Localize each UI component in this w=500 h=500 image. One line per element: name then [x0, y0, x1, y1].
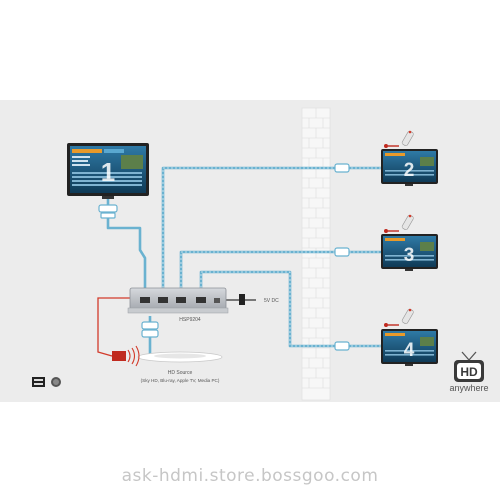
remote-control-icon	[384, 130, 414, 148]
ir-cable	[97, 297, 130, 357]
screen-1-number: 1	[101, 157, 115, 187]
screen-3-number: 3	[404, 245, 415, 266]
hd-logo-tagline: anywhere	[449, 383, 489, 393]
source-subtitle: (Sky HD, Blu-ray, Apple TV, Media PC)	[141, 378, 220, 383]
watermark: ask-hdmi.store.bossgoo.com	[121, 466, 379, 486]
power-label: 5V DC	[264, 298, 279, 304]
hdmi-port	[176, 297, 186, 303]
hd-logo-text: HD	[460, 365, 478, 379]
hdmi-splitter	[127, 287, 229, 314]
brick-wall	[301, 107, 331, 401]
tv-screen-3	[381, 234, 438, 271]
hdmi-port	[158, 297, 168, 303]
tv-screen-2	[381, 149, 438, 186]
certification-logos	[32, 377, 61, 387]
ir-receiver	[112, 351, 126, 361]
cable-screen-1	[106, 198, 147, 296]
ir-signal-icon	[127, 345, 140, 367]
tv-screen-4	[381, 329, 438, 366]
remote-control-icon	[384, 308, 414, 327]
hd-source-device	[112, 345, 223, 367]
hdmi-logo-icon	[32, 377, 45, 387]
remote-control-icon	[384, 214, 414, 233]
power-supply	[226, 294, 256, 305]
tv-screen-1	[67, 143, 149, 199]
hdmi-port	[140, 297, 150, 303]
source-title: HD Source	[168, 370, 193, 376]
hdmi-port	[196, 297, 206, 303]
screen-4-number: 4	[404, 340, 415, 361]
screen-2-number: 2	[404, 160, 415, 181]
cable-connectors	[98, 163, 350, 351]
power-port	[214, 298, 220, 303]
hd-anywhere-logo: HD	[454, 351, 484, 382]
splitter-model-label: HSP9204	[179, 317, 201, 323]
